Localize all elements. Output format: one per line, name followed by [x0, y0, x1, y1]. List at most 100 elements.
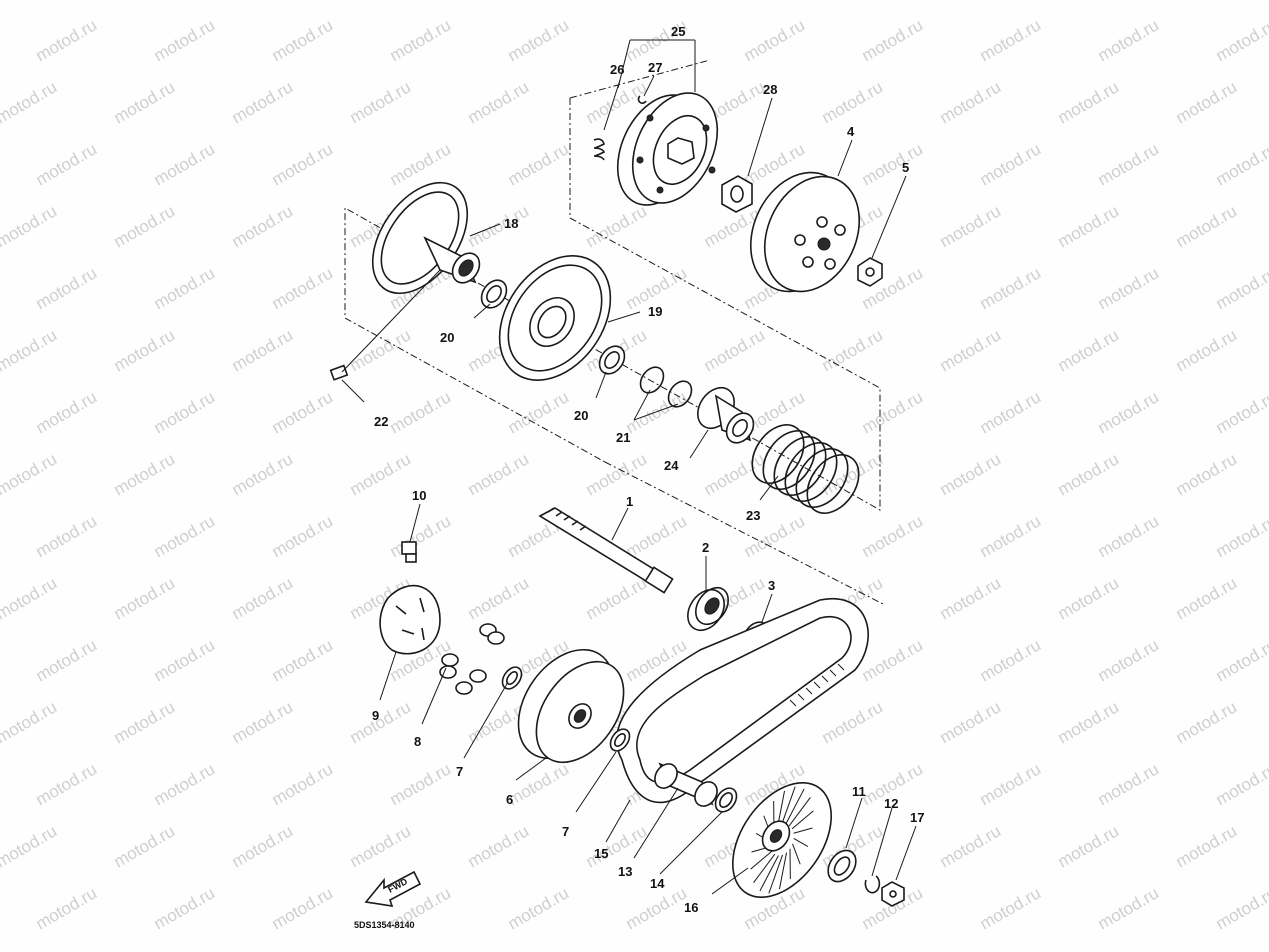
spring-coil: [773, 436, 827, 496]
watermark-text: motod.ru: [229, 201, 297, 251]
watermark-text: motod.ru: [1173, 697, 1241, 747]
fan-blade: [778, 852, 788, 890]
watermark-text: motod.ru: [347, 325, 415, 375]
watermark-text: motod.ru: [977, 263, 1045, 313]
watermark-text: motod.ru: [1213, 883, 1269, 933]
watermark-text: motod.ru: [0, 325, 60, 375]
watermark-text: motod.ru: [1095, 15, 1163, 65]
fan-blade: [792, 843, 801, 865]
callout-20b: 20: [574, 408, 588, 423]
watermark-text: motod.ru: [623, 511, 691, 561]
callout-27: 27: [648, 60, 662, 75]
watermark-text: motod.ru: [229, 697, 297, 747]
part-19-secondary-sliding-sheave: [498, 255, 612, 381]
callout-8: 8: [414, 734, 421, 749]
watermark-text: motod.ru: [0, 449, 60, 499]
watermark-text: motod.ru: [1213, 511, 1269, 561]
fan-blade: [793, 838, 809, 847]
watermark-text: motod.ru: [505, 387, 573, 437]
callout-11: 11: [852, 784, 866, 799]
watermark-text: motod.ru: [1095, 759, 1163, 809]
watermark-text: motod.ru: [465, 449, 533, 499]
watermark-text: motod.ru: [465, 77, 533, 127]
part-24-spring-seat: [697, 386, 755, 444]
watermark-text: motod.ru: [583, 201, 651, 251]
watermark-text: motod.ru: [269, 15, 337, 65]
fan-blade: [759, 855, 779, 892]
fan-blade: [791, 810, 814, 830]
part-27-clip: [637, 95, 647, 104]
watermark-text: motod.ru: [1173, 77, 1241, 127]
part-28-nut: [721, 175, 753, 213]
watermark-text: motod.ru: [1173, 573, 1241, 623]
watermark-text: motod.ru: [977, 511, 1045, 561]
watermark-text: motod.ru: [1213, 263, 1269, 313]
watermark-text: motod.ru: [505, 15, 573, 65]
callout-17: 17: [910, 810, 924, 825]
callout-25: 25: [671, 24, 685, 39]
watermark-text: motod.ru: [741, 15, 809, 65]
watermark-text: motod.ru: [465, 0, 533, 3]
watermark-text: motod.ru: [1213, 139, 1269, 189]
assembly-outlines: [344, 59, 886, 606]
spring-coil: [784, 442, 838, 502]
watermark-text: motod.ru: [111, 821, 179, 871]
watermark-text: motod.ru: [819, 0, 887, 3]
watermark-text: motod.ru: [0, 77, 60, 127]
callout-7a: 7: [456, 764, 463, 779]
watermark-text: motod.ru: [347, 0, 415, 3]
watermark-text: motod.ru: [977, 635, 1045, 685]
callout-21: 21: [616, 430, 630, 445]
watermark-text: motod.ru: [701, 449, 769, 499]
watermark-text: motod.ru: [269, 139, 337, 189]
watermark-text: motod.ru: [1055, 325, 1123, 375]
watermark-text: motod.ru: [229, 325, 297, 375]
watermark-text: motod.ru: [347, 821, 415, 871]
part-22-guide-pin: [329, 364, 349, 381]
callout-24: 24: [664, 458, 679, 473]
watermark-text: motod.ru: [937, 573, 1005, 623]
watermark-text: motod.ru: [937, 77, 1005, 127]
watermark-text: motod.ru: [859, 15, 927, 65]
part-14-washer: [714, 787, 738, 813]
watermark-text: motod.ru: [151, 139, 219, 189]
watermark-text: motod.ru: [111, 697, 179, 747]
watermark-text: motod.ru: [1173, 201, 1241, 251]
watermark-text: motod.ru: [347, 697, 415, 747]
watermark-text: motod.ru: [111, 77, 179, 127]
callout-14: 14: [650, 876, 665, 891]
watermark-text: motod.ru: [819, 697, 887, 747]
spring-coil: [795, 448, 849, 508]
watermark-text: motod.ru: [229, 449, 297, 499]
watermark-text: motod.ru: [937, 201, 1005, 251]
watermark-text: motod.ru: [819, 325, 887, 375]
callout-16: 16: [684, 900, 698, 915]
watermark-text: motod.ru: [229, 0, 297, 3]
watermark-text: motod.ru: [1055, 77, 1123, 127]
watermark-text: motod.ru: [1095, 635, 1163, 685]
watermark-text: motod.ru: [859, 139, 927, 189]
watermark-text: motod.ru: [1173, 821, 1241, 871]
watermark-text: motod.ru: [1213, 387, 1269, 437]
callout-7b: 7: [562, 824, 569, 839]
watermark-text: motod.ru: [111, 0, 179, 3]
watermark-text: motod.ru: [0, 821, 60, 871]
part-16-primary-fixed-sheave: [731, 781, 833, 899]
watermark-text: motod.ru: [859, 635, 927, 685]
part-8-rollers: [439, 623, 505, 695]
watermark-text: motod.ru: [1095, 139, 1163, 189]
watermark-text: motod.ru: [937, 325, 1005, 375]
watermark-text: motod.ru: [151, 635, 219, 685]
watermark-text: motod.ru: [111, 449, 179, 499]
watermark-text: motod.ru: [859, 387, 927, 437]
watermark-text: motod.ru: [33, 15, 101, 65]
fan-blade: [788, 797, 811, 827]
watermark-text: motod.ru: [465, 821, 533, 871]
fan-blade: [789, 848, 791, 880]
watermark-text: motod.ru: [229, 821, 297, 871]
watermark-text: motod.ru: [151, 883, 219, 933]
part-12-circlip: [864, 875, 881, 894]
part-1-secondary-shaft: [538, 507, 674, 594]
watermark-text: motod.ru: [269, 759, 337, 809]
